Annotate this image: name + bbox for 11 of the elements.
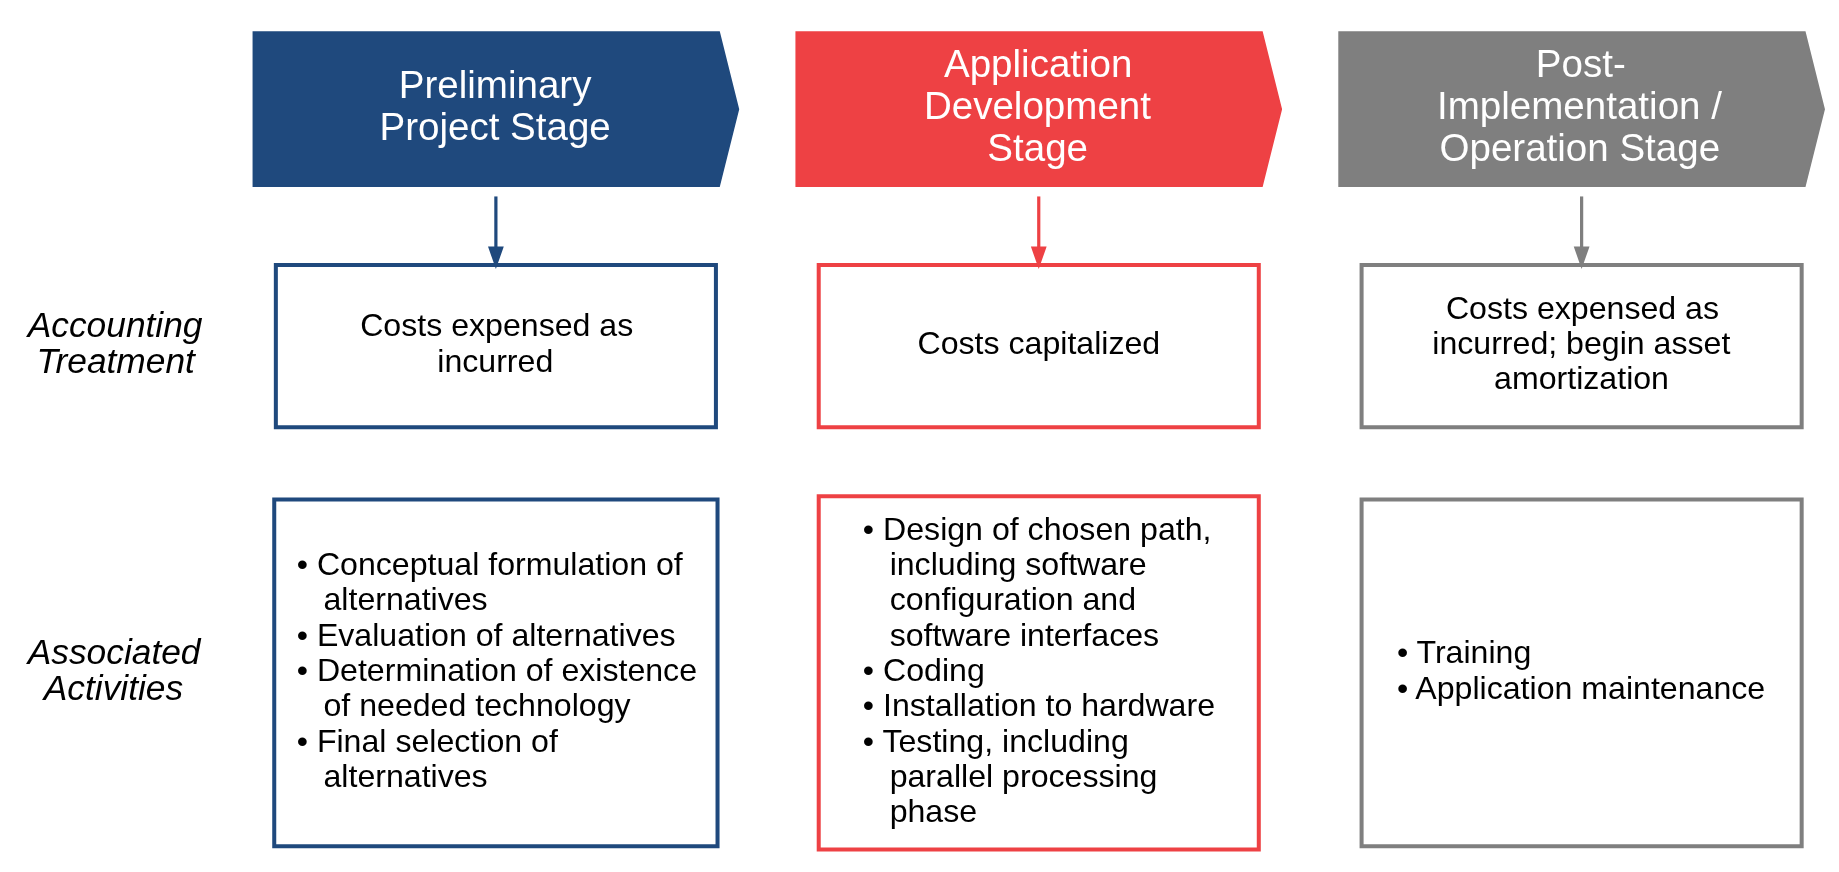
arrow (1573, 196, 1590, 270)
node-box: • Conceptual formulation of alternatives • Evaluation of alternatives • Determination of existence of needed technology • Final selection of alternatives (272, 497, 720, 849)
arrow (1030, 196, 1047, 270)
node-box: Costs expensed as incurred (273, 262, 718, 430)
arrow (488, 196, 504, 270)
node-box: • Design of chosen path, including software configuration and software interfaces • Coding • Installation to hardware • Testing, including parallel processing phase (816, 494, 1261, 852)
node-box: Costs expensed as incurred; begin asset amortization (1359, 262, 1804, 430)
label: Associated Activities (27, 632, 201, 707)
node-box: • Training • Application maintenance (1359, 497, 1804, 849)
label: Accounting Treatment (27, 305, 203, 380)
node-box: Costs capitalized (816, 262, 1261, 430)
